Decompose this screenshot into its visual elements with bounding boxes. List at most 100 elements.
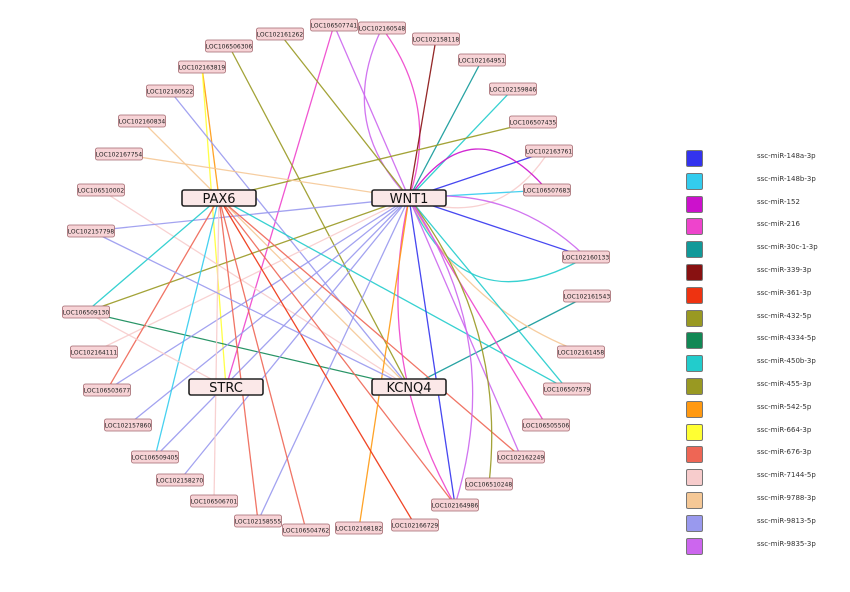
locus-node[interactable]: LOC102160548 (358, 21, 406, 35)
edge-LOC102163819-STRC (201, 66, 227, 388)
locus-node-label: LOC106507435 (510, 120, 557, 127)
edge-LOC102164986-WNT1 (408, 197, 474, 506)
legend-label: ssc-miR-664-3p (757, 425, 812, 434)
locus-node[interactable]: LOC106507741 (310, 18, 358, 32)
gene-node-pax6[interactable]: PAX6 (181, 189, 257, 207)
gene-node-kcnq4[interactable]: KCNQ4 (371, 378, 447, 396)
locus-node-box (335, 521, 383, 535)
locus-node-box (465, 477, 513, 491)
edge-LOC102160834-KCNQ4 (141, 120, 410, 388)
locus-node[interactable]: LOC102168182 (335, 521, 383, 535)
locus-node-label: LOC102160834 (119, 119, 166, 126)
edge-LOC102160548-WNT1 (363, 27, 410, 199)
locus-node-box (83, 383, 131, 397)
locus-node-box (562, 250, 610, 264)
locus-node-label: LOC102163819 (179, 65, 226, 72)
locus-node[interactable]: LOC106510248 (465, 477, 513, 491)
locus-node[interactable]: LOC106507579 (543, 382, 591, 396)
locus-node-label: LOC102163761 (526, 149, 573, 156)
edge-LOC102164986-WNT1 (397, 197, 456, 506)
legend-item: ssc-miR-455-3p (684, 378, 834, 395)
locus-node[interactable]: LOC102159846 (489, 82, 537, 96)
locus-node-box (412, 32, 460, 46)
legend-item: ssc-miR-148b-3p (684, 172, 834, 190)
locus-node[interactable]: LOC106507683 (523, 183, 571, 197)
locus-node[interactable]: LOC102157798 (67, 224, 115, 238)
edge-LOC106503677-PAX6 (106, 197, 220, 391)
edge-LOC106507435-PAX6 (218, 121, 534, 199)
locus-node[interactable]: LOC102157860 (104, 418, 152, 432)
locus-node[interactable]: LOC102158555 (234, 514, 282, 528)
locus-node[interactable]: LOC102161543 (563, 289, 611, 303)
edge-LOC106506306-KCNQ4 (228, 45, 410, 388)
gene-node-wnt1[interactable]: WNT1 (371, 189, 447, 207)
gene-node-box (181, 189, 257, 207)
locus-node-box (146, 84, 194, 98)
locus-node[interactable]: LOC102164951 (458, 53, 506, 67)
legend-item: ssc-miR-9788-3p (684, 492, 834, 509)
locus-node[interactable]: LOC106509405 (131, 450, 179, 464)
gene-node-label: WNT1 (390, 192, 429, 207)
locus-node[interactable]: LOC102161262 (256, 27, 304, 41)
edge-LOC106507683-WNT1 (408, 148, 548, 199)
legend-item: ssc-miR-432-5p (684, 309, 834, 327)
locus-node[interactable]: LOC106509130 (62, 305, 110, 319)
locus-node-box (543, 382, 591, 396)
gene-node-strc[interactable]: STRC (188, 378, 264, 396)
legend-label: ssc-miR-216 (757, 220, 800, 229)
locus-node[interactable]: LOC106507435 (509, 115, 557, 129)
locus-node-label: LOC102166729 (392, 523, 439, 530)
legend-item: ssc-miR-9813-5p (684, 514, 834, 532)
legend-item: ssc-miR-216 (684, 218, 834, 236)
edge-LOC102160133-WNT1 (408, 197, 587, 258)
locus-node[interactable]: LOC102160834 (118, 114, 166, 128)
legend-swatch (686, 218, 703, 236)
locus-node-box (77, 183, 125, 197)
locus-node[interactable]: LOC102160133 (562, 250, 610, 264)
locus-node[interactable]: LOC102163819 (178, 60, 226, 74)
edge-LOC102157798-KCNQ4 (90, 230, 410, 388)
locus-node-box (205, 39, 253, 53)
locus-node[interactable]: LOC102163761 (525, 144, 573, 158)
locus-node[interactable]: LOC102160522 (146, 84, 194, 98)
locus-node-label: LOC102160548 (359, 26, 406, 33)
locus-node-label: LOC106504762 (283, 528, 330, 535)
locus-node[interactable]: LOC106503677 (83, 383, 131, 397)
legend-label: ssc-miR-9813-5p (757, 516, 816, 525)
locus-node[interactable]: LOC102161458 (557, 345, 605, 359)
locus-node[interactable]: LOC106506701 (190, 494, 238, 508)
locus-node[interactable]: LOC102164111 (70, 345, 118, 359)
legend-swatch (686, 355, 703, 373)
locus-node-box (62, 305, 110, 319)
legend-swatch (686, 423, 703, 441)
locus-node-box (458, 53, 506, 67)
locus-node[interactable]: LOC106510002 (77, 183, 125, 197)
edge-LOC106509130-PAX6 (85, 197, 220, 313)
locus-node[interactable]: LOC102167754 (95, 147, 143, 161)
locus-node[interactable]: LOC106504762 (282, 523, 330, 537)
locus-node[interactable]: LOC102162249 (497, 450, 545, 464)
edge-LOC102159846-WNT1 (408, 88, 514, 199)
edge-LOC106507741-WNT1 (333, 24, 410, 199)
legend-item: ssc-miR-4334-5p (684, 332, 834, 350)
legend-item: ssc-miR-676-3p (684, 446, 834, 464)
locus-node-label: LOC106503677 (84, 388, 131, 395)
locus-node-box (523, 183, 571, 197)
locus-node[interactable]: LOC102164986 (431, 498, 479, 512)
locus-node-box (525, 144, 573, 158)
locus-node[interactable]: LOC102158118 (412, 32, 460, 46)
locus-node[interactable]: LOC106506306 (205, 39, 253, 53)
edge-LOC106504762-PAX6 (218, 197, 307, 531)
locus-node-box (70, 345, 118, 359)
legend-label: ssc-miR-455-3p (757, 380, 812, 388)
legend-swatch (686, 195, 703, 213)
edge-LOC106506701-PAX6 (213, 197, 220, 502)
locus-node[interactable]: LOC106505506 (522, 418, 570, 432)
locus-node[interactable]: LOC102166729 (391, 518, 439, 532)
locus-node-label: LOC102168182 (336, 526, 383, 533)
locus-node-box (156, 473, 204, 487)
locus-node[interactable]: LOC102158270 (156, 473, 204, 487)
legend-swatch (686, 514, 703, 532)
locus-node-box (431, 498, 479, 512)
locus-node-label: LOC102158555 (235, 519, 282, 526)
